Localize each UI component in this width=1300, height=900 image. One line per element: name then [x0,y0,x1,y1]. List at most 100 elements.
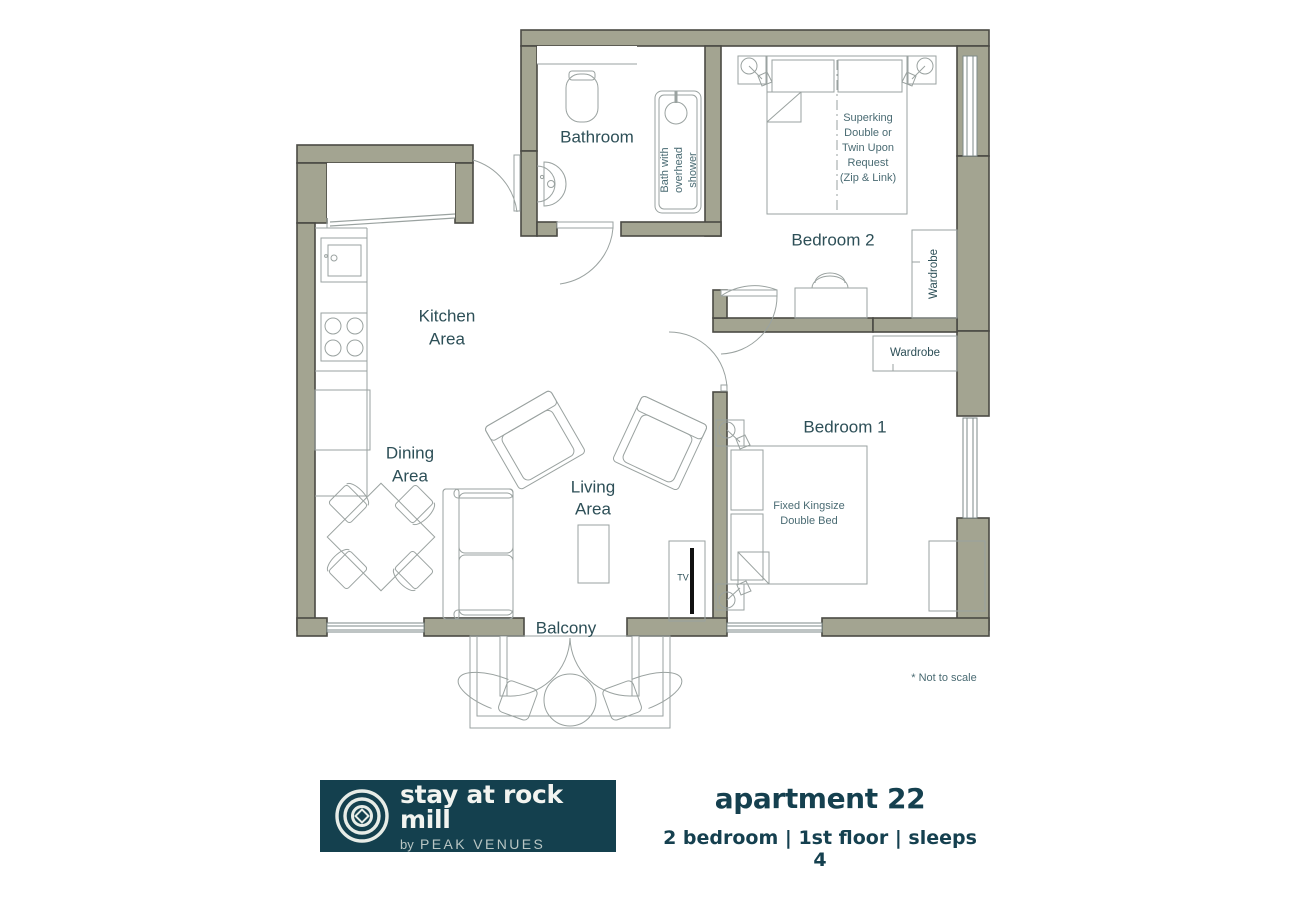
pillow-right [837,59,903,93]
label-bath-shower-l2: overhead [673,147,685,193]
brand-tagline: by PEAK VENUES [400,837,616,851]
label-dining-line2: Area [392,466,428,485]
room-kitchen [315,163,456,497]
labels-group: Bathroom Kitchen Area Dining Area Living… [386,112,977,684]
label-bed2-l3: Twin Upon [842,142,894,154]
label-bed2-l5: (Zip & Link) [840,172,896,184]
label-bath-shower-l1: Bath with [659,147,671,192]
wall-bathroom-left-upper [520,45,538,152]
bed-corner-fold [766,91,802,123]
dining-chair-ne [394,484,436,526]
label-bed2-l2: Double or [844,127,892,139]
label-wardrobe-horizontal: Wardrobe [890,347,940,359]
balcony-door-left [499,635,508,697]
tall-unit [314,389,371,451]
wall-bathroom-right [704,45,722,237]
door-bathroom-outer [472,154,521,213]
tv-screen-bar [690,548,694,614]
wall-kitchen-alcove-right [454,162,474,224]
balcony-chair-right [602,671,683,721]
tv-unit [668,540,706,622]
wardrobe-horizontal [872,335,958,372]
label-living-line2: Area [575,499,611,518]
door-bedroom1 [668,331,728,392]
label-dining-line1: Dining [386,443,434,462]
wall-between-bedrooms [712,317,874,333]
bathtub-icon [654,90,702,214]
dining-chair-se [392,550,434,592]
apartment-subtitle: 2 bedroom | 1st floor | sleeps 4 [663,827,977,871]
bedroom2-furniture [737,55,958,319]
dining-furniture [314,389,436,592]
wall-top [520,29,990,47]
label-kitchen-line2: Area [429,329,465,348]
door-bedroom2 [720,285,778,355]
brand-parent-name: PEAK VENUES [420,835,546,852]
label-balcony: Balcony [536,618,597,637]
bedroom1-unit [928,540,986,612]
wall-right-mid [956,155,990,332]
pillow-bottom [730,513,764,581]
wall-left-outer [296,222,316,631]
sink-icon [536,161,567,207]
target-rings-diamond-icon [335,789,389,843]
balcony-inner [476,635,664,717]
label-bed2-l4: Request [848,157,889,169]
bed-bedroom1 [726,445,868,585]
brand-logo-box: stay at rock mill by PEAK VENUES [320,780,616,852]
dining-table [326,482,436,592]
wall-bathroom-bottom [620,221,722,237]
wardrobe-vertical [911,229,958,319]
bathroom-recess [537,46,637,64]
label-bed1-l1: Fixed Kingsize [773,500,845,512]
window-dining-bottom [326,622,425,633]
balcony-table [543,673,597,727]
wall-bottom-bedroom1 [821,617,990,637]
wall-bathroom-bottom-left [536,221,558,237]
kitchen-alcove [327,163,455,218]
label-bedroom1: Bedroom 1 [803,417,886,436]
label-wardrobe-vertical: Wardrobe [928,249,940,299]
wall-between-bedrooms-right [872,317,958,333]
wall-bathroom-left-lower [520,150,538,237]
armchair-left [485,390,585,490]
apartment-title: apartment 22 [714,782,926,815]
label-living-line1: Living [571,477,615,496]
armchair-right [612,395,708,491]
pillow-top [730,449,764,511]
brand-logo-text: stay at rock mill by PEAK VENUES [400,782,616,851]
doors-group [472,154,778,392]
window-bedroom1-bottom [726,622,823,633]
balcony-chair-left [457,671,538,721]
label-bathroom: Bathroom [560,127,634,146]
wall-bottom-left [296,617,328,637]
bedroom1-furniture [715,335,986,612]
dining-chair-sw [326,548,368,590]
wall-kitchen-alcove-left [296,162,328,224]
balcony-door-right [631,635,640,697]
wall-bedroom1-left-stub [712,289,728,319]
coffee-table [577,524,610,584]
kitchen-sink-icon [320,237,368,283]
brand-by-word: by [400,836,414,852]
bedside-table-right [901,55,937,87]
windows-group [326,55,978,633]
floor-plan-canvas: Bathroom Kitchen Area Dining Area Living… [296,29,990,729]
living-furniture [442,390,708,622]
label-kitchen-line1: Kitchen [419,306,476,325]
brand-name: stay at rock mill [400,779,563,834]
bedside-table-lower [715,580,752,611]
label-bath-shower-l3: shower [687,152,699,188]
bedside-table-left [737,55,773,87]
wall-right-lower-upper [956,330,990,417]
room-bathroom [536,46,702,214]
sofa [442,488,514,620]
window-bedroom1-right [962,417,978,519]
window-bedroom2-right [962,55,978,157]
wall-right-lower [956,517,990,631]
room-balcony [457,635,683,729]
label-bed1-l2: Double Bed [780,515,838,527]
door-bathroom-inner [556,221,614,285]
kitchen-hob-icon [320,312,368,362]
label-bed2-l1: Superking [843,112,893,124]
